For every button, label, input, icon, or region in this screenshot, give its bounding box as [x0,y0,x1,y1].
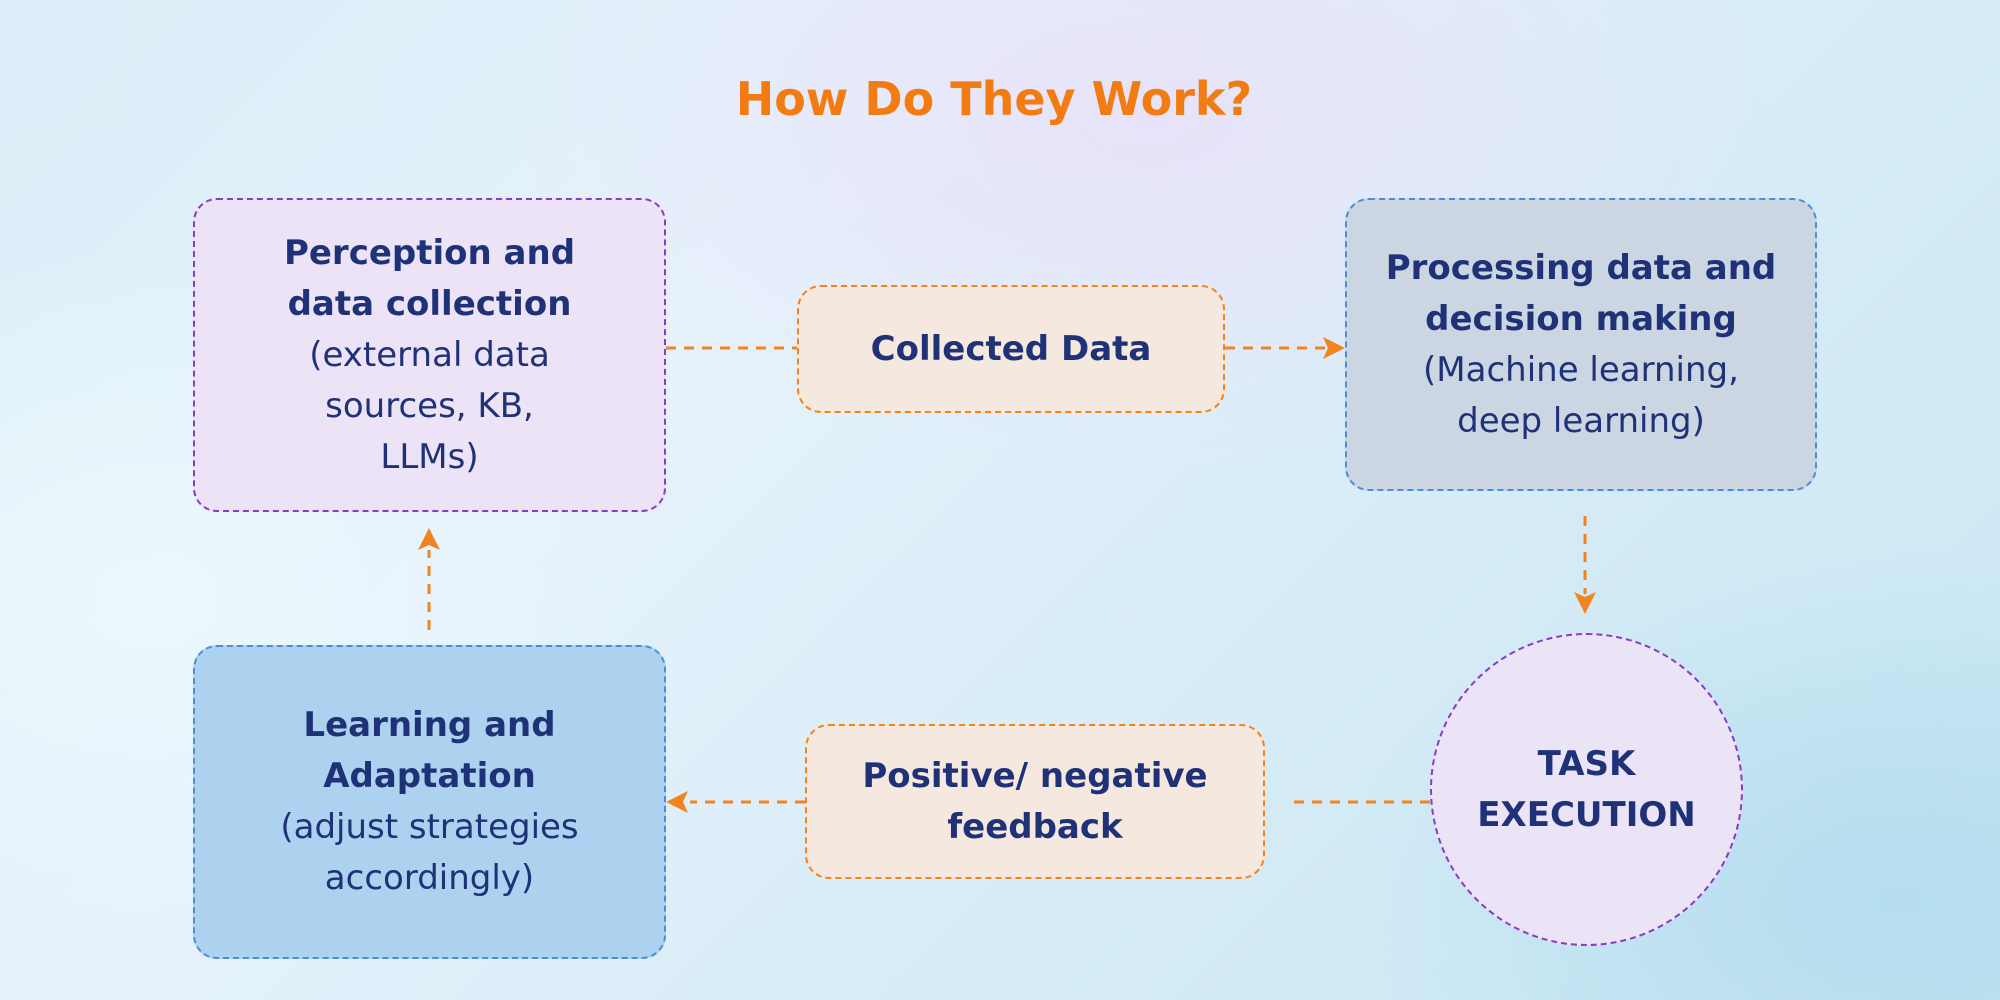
node-detail: (Machine learning, [1423,349,1739,390]
arrowhead-down-icon [1574,592,1596,614]
node-label: feedback [947,806,1123,847]
node-learning-adaptation: Learning and Adaptation (adjust strategi… [193,645,666,959]
node-collected-data: Collected Data [797,285,1225,413]
node-detail: accordingly) [324,858,535,898]
node-heading: Perception and [283,232,576,273]
node-heading: Adaptation [323,756,536,796]
node-heading: decision making [1425,298,1737,339]
node-heading: Learning and [303,705,556,745]
node-label: Positive/ negative [862,755,1208,796]
page-title: How Do They Work? [735,72,1253,126]
node-label: EXECUTION [1477,794,1696,835]
node-heading: Processing data and [1385,247,1777,288]
node-task-execution: TASK EXECUTION [1430,633,1743,946]
arrowhead-right-icon [1323,337,1345,359]
node-detail: sources, KB, [325,385,534,426]
node-detail: (adjust strategies [280,807,579,847]
arrowhead-left-icon [666,791,688,813]
node-feedback: Positive/ negative feedback [805,724,1265,879]
arrowhead-up-icon [418,528,440,550]
node-label: TASK [1537,743,1636,784]
node-detail: deep learning) [1457,400,1705,441]
node-perception-data-collection: Perception and data collection (external… [193,198,666,512]
node-detail: (external data [309,334,550,375]
node-processing-decision-making: Processing data and decision making (Mac… [1345,198,1817,491]
node-label: Collected Data [870,328,1152,369]
node-detail: LLMs) [380,436,479,477]
node-heading: data collection [287,283,572,324]
